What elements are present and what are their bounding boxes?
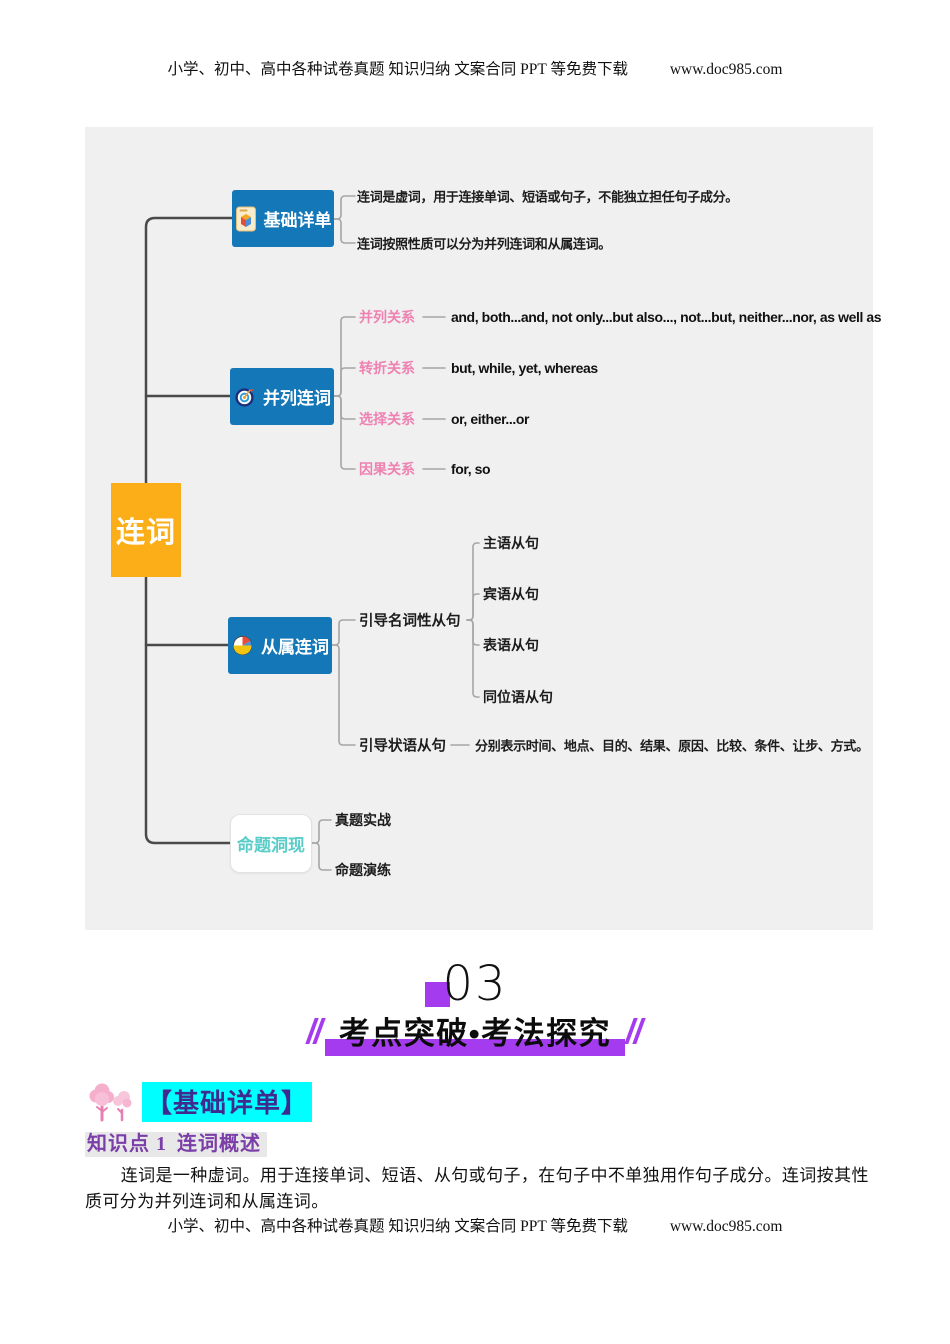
knowledge-point-title: 连词概述 [177,1133,261,1155]
relation-name: 因果关系 [359,461,415,477]
node-subordinating: 从属连词 [228,617,332,674]
topic-leaf: 命题演练 [335,862,391,878]
relation-name: 转折关系 [359,360,415,376]
double-slash-icon [624,1017,645,1044]
relation-words: and, both...and, not only...but also...,… [451,309,882,325]
header-site-link[interactable]: www.doc985.com [669,61,783,78]
node-coordinating-label: 并列连词 [263,389,331,408]
relation-words: but, while, yet, whereas [451,360,598,376]
basics-item: 连词按照性质可以分为并列连词和从属连词。 [357,236,612,252]
mindmap-panel: 连词 基础详单 连词是虚词，用于连接单词、短语或句子，不能独立担任句子成分。 连… [85,127,882,930]
card-cube-icon [235,206,256,231]
node-topics-label: 命题洞现 [237,836,305,855]
relation-name: 并列关系 [359,309,415,325]
node-coordinating: 并列连词 [230,368,334,425]
pink-trees-icon [89,1083,132,1122]
clause-leaf: 同位语从句 [483,689,553,705]
footer-text: 小学、初中、高中各种试卷真题 知识归纳 文案合同 PPT 等免费下载 [167,1218,628,1235]
section-number-block: 03 [0,956,950,1012]
double-slash-icon [305,1017,326,1044]
basics-item: 连词是虚词，用于连接单词、短语或句子，不能独立担任句子成分。 [357,189,739,205]
purple-square-icon [425,982,451,1007]
clause-leaf: 表语从句 [483,637,539,653]
node-topics: 命题洞现 [230,814,312,873]
body-paragraph: 连词是一种虚词。用于连接单词、短语、从句或句子，在句子中不单独用作句子成分。连词… [85,1166,869,1212]
target-icon [235,388,255,407]
section-number: 03 [442,956,508,1012]
node-basics: 基础详单 [232,190,334,247]
section-title: 考点突破•考法探究 [338,1016,612,1051]
adverbial-clause-label: 引导状语从句 [359,738,446,755]
pie-chart-icon [232,635,253,656]
footer-site-link[interactable]: www.doc985.com [669,1218,783,1235]
knowledge-point-label: 知识点 1 [87,1133,167,1155]
relation-words: or, either...or [451,411,530,427]
clause-leaf: 主语从句 [483,535,539,551]
adverbial-clause-desc: 分别表示时间、地点、目的、结果、原因、比较、条件、让步、方式。 [475,738,869,754]
basics-heading-label: 【基础详单】 [142,1082,313,1122]
page-footer: 小学、初中、高中各种试卷真题 知识归纳 文案合同 PPT 等免费下载 www.d… [0,1214,950,1236]
root-label: 连词 [115,517,176,549]
root-node-lianci: 连词 [111,483,181,577]
section-title-row: 考点突破•考法探究 [0,1008,950,1056]
node-basics-label: 基础详单 [263,211,332,230]
relation-name: 选择关系 [359,411,415,427]
node-subordinating-label: 从属连词 [261,638,329,657]
knowledge-point-line: 知识点 1 连词概述 [85,1127,267,1157]
clause-leaf: 宾语从句 [483,586,539,602]
header-text: 小学、初中、高中各种试卷真题 知识归纳 文案合同 PPT 等免费下载 [167,61,628,78]
relation-words: for, so [451,461,491,477]
basics-heading: 【基础详单】 [88,1082,313,1122]
noun-clause-label: 引导名词性从句 [359,613,461,630]
title-highlight-bar [324,1039,626,1056]
page-header: 小学、初中、高中各种试卷真题 知识归纳 文案合同 PPT 等免费下载 www.d… [0,57,950,79]
topic-leaf: 真题实战 [335,812,391,828]
